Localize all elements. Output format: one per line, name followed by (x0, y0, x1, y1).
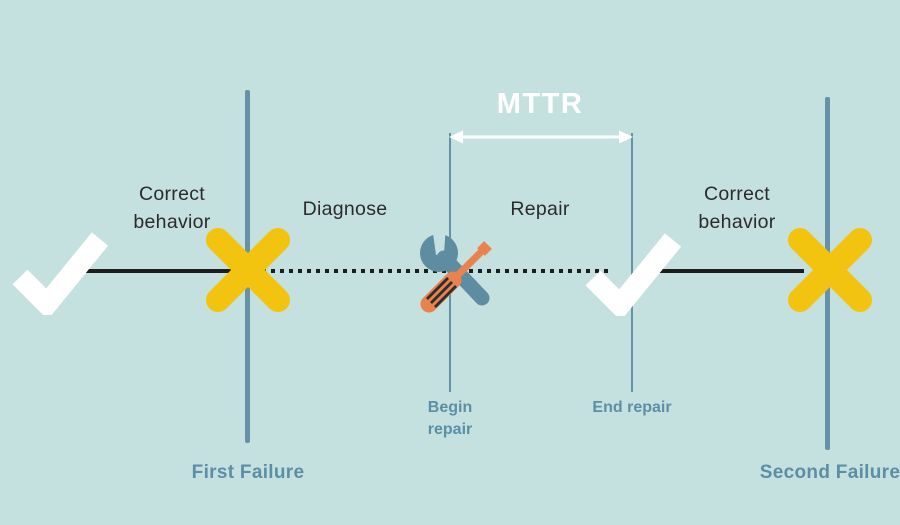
begin-repair-label: Begin repair (427, 399, 473, 438)
x-icon-second-failure (788, 228, 872, 312)
phase-repair: Repair (510, 198, 570, 220)
first-failure-label: First Failure (191, 462, 305, 483)
timeline-solid-right (656, 269, 804, 273)
second-failure-label: Second Failure (759, 462, 900, 483)
check-icon (585, 233, 682, 316)
check-icon (12, 232, 109, 315)
phase-correct-behavior-left: Correct behavior (133, 183, 211, 233)
timeline-solid-left (85, 269, 248, 273)
wrench-icon (420, 224, 490, 306)
double-arrow-icon (449, 130, 633, 144)
mttr-title: MTTR (496, 88, 584, 120)
end-repair-label: End repair (592, 399, 672, 416)
phase-correct-behavior-right: Correct behavior (698, 183, 776, 233)
phase-diagnose: Diagnose (302, 198, 388, 220)
end-repair-line (631, 133, 633, 392)
wrench-screwdriver-icon (420, 224, 492, 313)
x-icon-first-failure (206, 228, 290, 312)
screwdriver-icon (420, 241, 492, 313)
